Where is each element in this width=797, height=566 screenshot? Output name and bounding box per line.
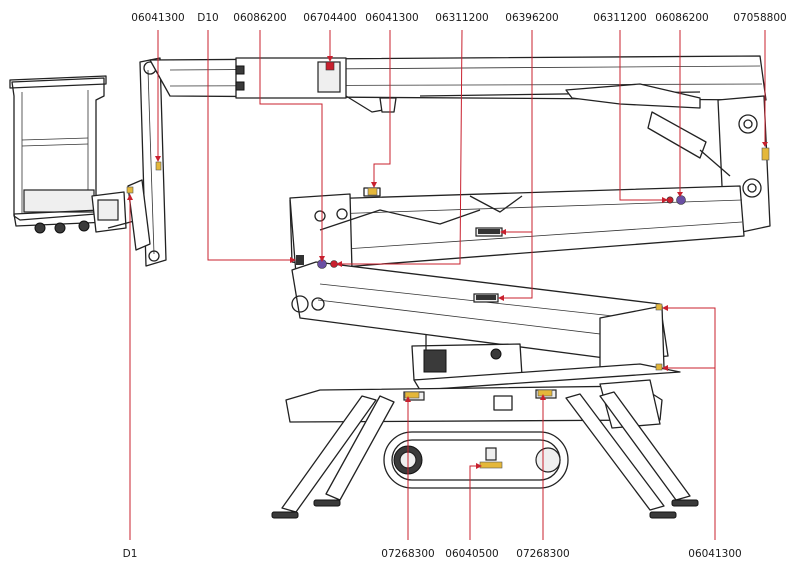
label-d1: D1 [123,548,138,560]
decal-06041300-jib [155,161,162,171]
decal-06041300-turret-b [655,363,663,371]
leader-d10 [207,30,292,261]
leader-lines [127,29,768,540]
decal-07058800 [761,147,770,161]
middle-boom [289,185,745,275]
decal-06396200-b [476,295,496,300]
label-06041300-top-a: 06041300 [131,12,184,24]
outriggers [271,391,699,519]
leader-06086200-a [259,30,323,258]
label-06704400: 06704400 [303,12,356,24]
label-06040500: 06040500 [445,548,498,560]
decal-06041300-turret-a [655,303,663,311]
leader-06041300-bottom [666,307,716,540]
label-06041300-top-b: 06041300 [365,12,418,24]
decal-06086200-right [676,195,686,205]
decal-d1 [126,186,134,194]
decal-06041300-boom [367,187,378,196]
turret [411,334,681,391]
decal-markers [126,61,770,399]
decal-06704400 [325,61,335,71]
leader-06040500 [469,465,478,540]
part-labels: 06041300 D10 06086200 06704400 06041300 … [123,12,787,560]
decal-d10 [296,255,304,265]
label-07268300-bottom-b: 07268300 [516,548,569,560]
decal-07268300-left [404,391,420,399]
machine-drawing [9,55,771,519]
label-06086200-top-b: 06086200 [655,12,708,24]
label-07058800: 07058800 [733,12,786,24]
crawler-track [383,431,569,489]
leader-06311200-b [619,30,664,201]
label-06311200-top-a: 06311200 [435,12,488,24]
jib-arm [127,57,167,267]
leader-06311200-a [340,29,463,265]
label-06086200-top-a: 06086200 [233,12,286,24]
decal-07268300-right [537,389,553,397]
label-06041300-bottom: 06041300 [688,548,741,560]
label-d10: D10 [197,12,218,24]
label-06396200: 06396200 [505,12,558,24]
leader-06396200 [502,30,533,299]
label-07268300-bottom-a: 07268300 [381,548,434,560]
leader-06041300-b [373,30,391,184]
decal-06396200-a [478,229,500,234]
label-06311200-top-b: 06311200 [593,12,646,24]
basket [9,75,139,234]
